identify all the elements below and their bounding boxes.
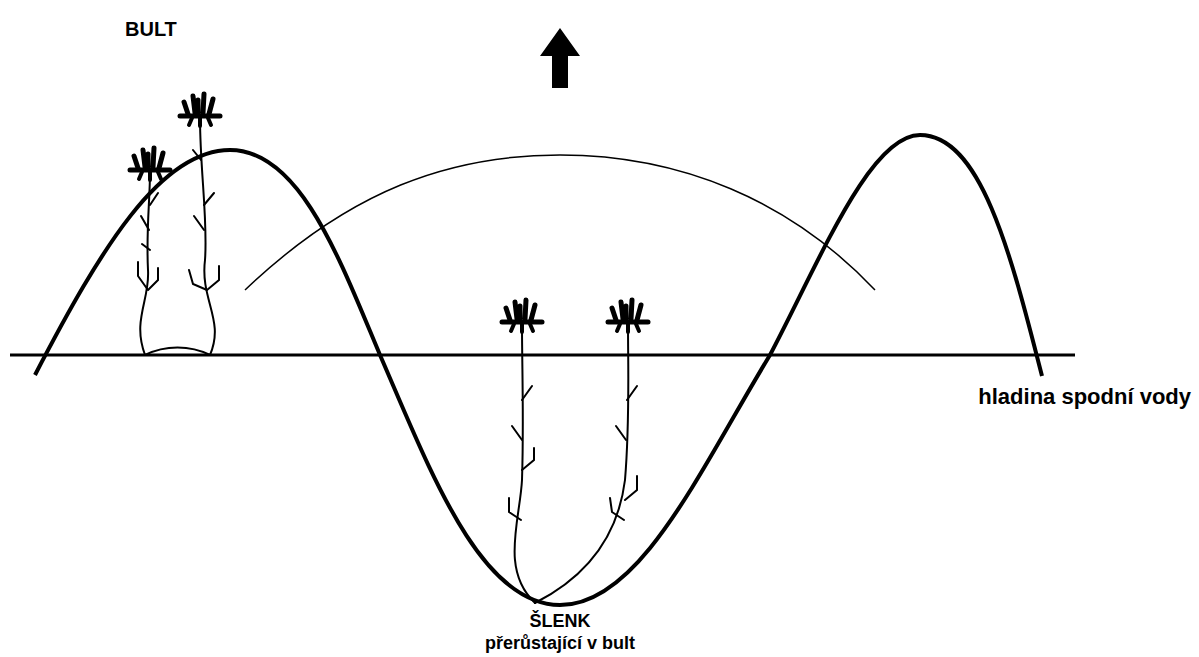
- hollow-label: ŠLENK: [529, 612, 590, 632]
- label-text: hladina spodní vody: [978, 385, 1191, 409]
- plant-group: [509, 324, 637, 603]
- surface-profile: [35, 135, 1042, 605]
- hummock-label: BULT: [125, 18, 177, 40]
- water-level-label: hladina spodní vody: [978, 385, 1191, 409]
- label-text: ŠLENK: [529, 612, 590, 632]
- label-text: BULT: [125, 18, 177, 40]
- label-text: přerůstající v bult: [485, 634, 635, 654]
- up-arrow: [540, 28, 580, 88]
- hollow-note: přerůstající v bult: [485, 634, 635, 654]
- growth-arc: [245, 155, 875, 290]
- water-level-line: [10, 354, 1075, 357]
